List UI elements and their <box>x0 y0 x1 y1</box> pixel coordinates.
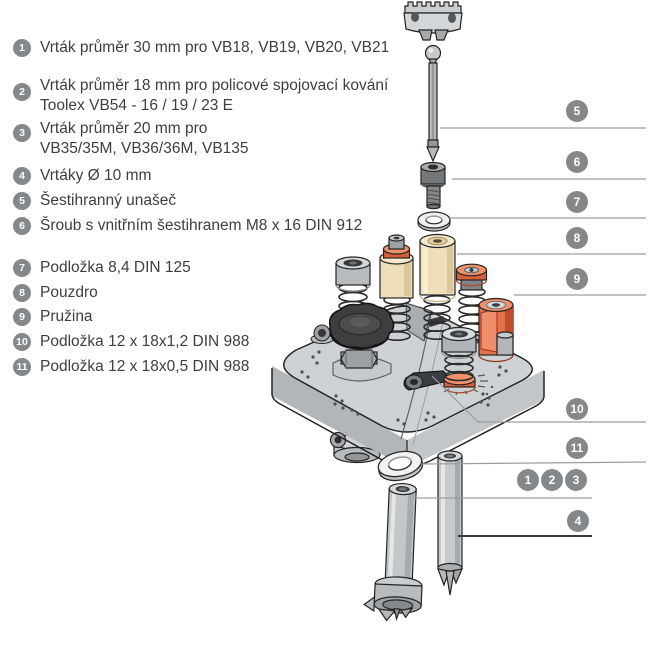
callout-5: 5 <box>566 100 588 122</box>
leader-lines <box>414 127 647 537</box>
legend-number-badge: 2 <box>13 83 31 101</box>
legend-text: Podložka 8,4 DIN 125 <box>40 259 191 276</box>
callout-2: 2 <box>541 469 563 491</box>
legend-text: Podložka 12 x 18x1,2 DIN 988 <box>40 333 250 350</box>
leader-line-11 <box>420 461 647 465</box>
socket-head-screw <box>420 161 446 210</box>
legend-text: Vrták průměr 30 mm pro VB18, VB19, VB20,… <box>40 39 390 56</box>
legend-number-badge: 5 <box>13 192 31 210</box>
hex-driver-shaft <box>424 44 442 163</box>
legend-item-8: 8 Pouzdro <box>13 284 98 303</box>
legend-item-4: 4 Vrtáky Ø 10 mm <box>13 167 151 186</box>
legend-number-badge: 11 <box>13 358 31 376</box>
legend-number-badge: 4 <box>13 167 31 185</box>
legend-number-badge: 1 <box>13 39 31 57</box>
washer-11 <box>377 450 424 482</box>
legend-item-10: 10 Podložka 12 x 18x1,2 DIN 988 <box>13 333 249 352</box>
front-spring-assembly <box>403 326 477 394</box>
legend-text: Pouzdro <box>40 284 98 301</box>
forstner-drill <box>363 482 423 622</box>
legend-number-badge: 6 <box>13 217 31 235</box>
dowel-drill <box>437 450 463 596</box>
legend-item-9: 9 Pružina <box>13 308 93 327</box>
washer-din125 <box>417 211 451 232</box>
legend-text: Toolex VB54 - 16 / 19 / 23 E <box>40 97 234 114</box>
legend-number-badge: 8 <box>13 284 31 302</box>
legend-number-badge: 9 <box>13 308 31 326</box>
callout-9: 9 <box>566 268 588 290</box>
legend-item-11: 11 Podložka 12 x 18x0,5 DIN 988 <box>13 358 249 377</box>
legend-text: Pružina <box>40 308 93 325</box>
legend-text: Podložka 12 x 18x0,5 DIN 988 <box>40 358 250 375</box>
legend-number-badge: 3 <box>13 124 31 142</box>
leader-line-10 <box>431 375 646 423</box>
bushing-cream-rear <box>379 234 414 341</box>
clamp-knob <box>328 302 395 382</box>
legend-item-7: 7 Podložka 8,4 DIN 125 <box>13 259 191 278</box>
hole-pattern <box>300 340 508 426</box>
legend-number-badge: 7 <box>13 259 31 277</box>
legend-text: Šestihranný unašeč <box>40 192 177 209</box>
callout-4: 4 <box>567 510 589 532</box>
callout-11: 11 <box>566 437 588 459</box>
callout-8: 8 <box>566 227 588 249</box>
legend-text: Vrtáky Ø 10 mm <box>40 167 152 184</box>
callout-3: 3 <box>565 469 587 491</box>
legend-text: Vrták průměr 18 mm pro policové spojovac… <box>40 77 389 94</box>
callout-6: 6 <box>566 151 588 173</box>
legend-item-2: 2 Vrták průměr 18 mm pro policové spojov… <box>13 77 388 116</box>
legend-text: Šroub s vnitřním šestihranem M8 x 16 DIN… <box>40 217 363 234</box>
callout-10: 10 <box>566 398 588 420</box>
bushing-cream-tall <box>419 233 456 340</box>
bushing-orange-cutaway <box>478 297 514 363</box>
legend-item-6: 6 Šroub s vnitřním šestihranem M8 x 16 D… <box>13 217 362 236</box>
legend-item-5: 5 Šestihranný unašeč <box>13 192 176 211</box>
legend-number-badge: 10 <box>13 333 31 351</box>
legend-text: VB35/35M, VB36/36M, VB135 <box>40 140 249 157</box>
drill-chuck <box>403 1 463 41</box>
legend-text: Vrták průměr 20 mm pro <box>40 120 208 137</box>
callout-7: 7 <box>566 191 588 213</box>
callout-1: 1 <box>517 469 539 491</box>
legend-item-1: 1 Vrták průměr 30 mm pro VB18, VB19, VB2… <box>13 39 389 58</box>
